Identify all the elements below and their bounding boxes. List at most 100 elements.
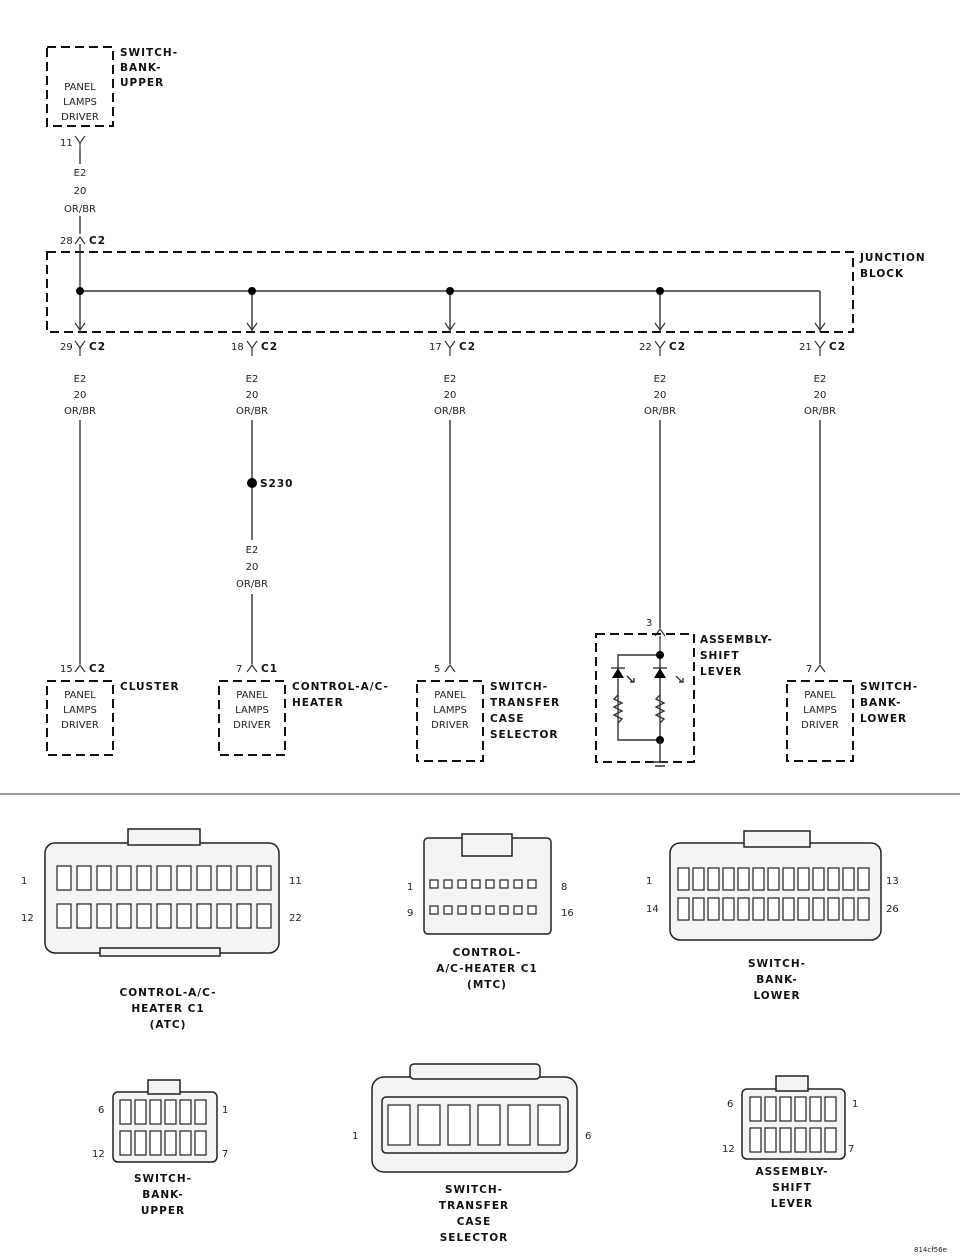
control-ac-heater-name-line-1: CONTROL-A/C- <box>292 681 389 693</box>
branch-5-wire-code: E2 <box>814 374 827 385</box>
tcs-caption-4: SELECTOR <box>440 1232 508 1244</box>
connector-cavity <box>443 879 453 889</box>
transfer-case-name-line-2: TRANSFER <box>490 697 560 709</box>
top-pin-symbol <box>74 135 86 150</box>
component-control-ac-heater: 7 C1 PANEL LAMPS DRIVER CONTROL-A/C- HEA… <box>218 663 389 756</box>
sbu-caption-3: UPPER <box>141 1205 185 1217</box>
connector-cavity <box>429 905 439 915</box>
connector-cavity <box>56 903 72 929</box>
cluster-pin: 15 <box>60 664 73 675</box>
branch-1-pin: 29 <box>60 342 73 353</box>
splice-wire-code: E2 <box>246 545 259 556</box>
connector-cavity <box>119 1130 132 1156</box>
splice-s230-dot <box>247 478 257 488</box>
riser-wire-code: E2 <box>74 168 87 179</box>
branch-1-connector: C2 <box>89 341 106 353</box>
connector-cavity <box>537 1104 561 1146</box>
transfer-case-box-line-2: LAMPS <box>433 705 467 716</box>
connector-cavity <box>76 865 92 891</box>
branch-5-connector: C2 <box>829 341 846 353</box>
connector-cavity <box>56 865 72 891</box>
sbl-caption-1: SWITCH- <box>748 958 806 970</box>
switch-bank-lower-pin: 7 <box>806 664 812 675</box>
connector-cavity <box>485 905 495 915</box>
sbl-caption-2: BANK- <box>756 974 798 986</box>
branch-3: 17 C2 E2 20 OR/BR <box>429 340 476 664</box>
connector-view-switch-transfer-case-selector: 1 6 SWITCH- TRANSFER CASE SELECTOR <box>352 1063 591 1244</box>
connector-view-assembly-shift-lever: 6 1 12 7 ASSEMBLY- SHIFT LEVER <box>722 1075 858 1210</box>
cluster-name-line-1: CLUSTER <box>120 681 180 693</box>
tcs-pin-6: 6 <box>585 1131 591 1142</box>
junction-entry-connector-id: C2 <box>89 235 106 247</box>
connector-cavity <box>96 865 112 891</box>
connector-cavity <box>457 905 467 915</box>
branch-3-connector: C2 <box>459 341 476 353</box>
bus-node-1 <box>76 287 84 295</box>
control-ac-heater-box-line-2: LAMPS <box>235 705 269 716</box>
riser-wire-gauge: 20 <box>74 186 87 197</box>
top-name-line-2: BANK- <box>120 62 162 74</box>
connector-cavity <box>76 903 92 929</box>
connector-cavity <box>156 865 172 891</box>
branch-2-wire-color: OR/BR <box>236 406 268 417</box>
cluster-box-line-3: DRIVER <box>61 720 99 731</box>
atc-caption-3: (ATC) <box>150 1019 187 1031</box>
junction-block: JUNCTION BLOCK <box>46 244 925 333</box>
branch-2-pin: 18 <box>231 342 244 353</box>
connector-cavity <box>136 903 152 929</box>
shift-lever-name-line-2: SHIFT <box>700 650 740 662</box>
branch-1: 29 C2 E2 20 OR/BR <box>60 340 106 664</box>
connector-cavity <box>749 1127 762 1153</box>
branch-1-wire-color: OR/BR <box>64 406 96 417</box>
connector-cavity <box>797 867 810 891</box>
control-ac-heater-box-line-3: DRIVER <box>233 720 271 731</box>
connector-cavity <box>767 867 780 891</box>
mtc-caption-2: A/C-HEATER C1 <box>436 963 538 975</box>
connector-cavity <box>485 879 495 889</box>
transfer-case-name-line-1: SWITCH- <box>490 681 548 693</box>
connector-cavity <box>722 897 735 921</box>
transfer-case-box-line-1: PANEL <box>434 690 466 701</box>
sbu-pin-12: 12 <box>92 1149 105 1160</box>
sbu-pin-1: 1 <box>222 1105 228 1116</box>
branch-5: 21 C2 E2 20 OR/BR <box>799 340 846 664</box>
branch-4-connector: C2 <box>669 341 686 353</box>
shift-lever-name-line-3: LEVER <box>700 666 742 678</box>
sbu-pin-6: 6 <box>98 1105 104 1116</box>
connector-cavity <box>216 865 232 891</box>
transfer-case-box-line-3: DRIVER <box>431 720 469 731</box>
tcs-pin-1: 1 <box>352 1131 358 1142</box>
resistor-icon <box>612 694 624 724</box>
connector-cavity <box>749 1096 762 1122</box>
connector-cavity <box>764 1127 777 1153</box>
junction-block-label-2: BLOCK <box>860 268 904 280</box>
connector-cavity <box>827 897 840 921</box>
connector-cavity <box>824 1096 837 1122</box>
sbl-pin-1: 1 <box>646 876 652 887</box>
splice-wire-color: OR/BR <box>236 579 268 590</box>
connector-cavity <box>216 903 232 929</box>
connector-cavity <box>116 903 132 929</box>
branch-5-wire-gauge: 20 <box>814 390 827 401</box>
connector-cavity <box>194 1099 207 1125</box>
asl-pin-12: 12 <box>722 1144 735 1155</box>
switch-bank-lower-box-line-1: PANEL <box>804 690 836 701</box>
atc-pin-12: 12 <box>21 913 34 924</box>
led-icon <box>653 667 684 683</box>
mtc-pin-16: 16 <box>561 908 574 919</box>
connector-cavity <box>196 865 212 891</box>
connector-cavity <box>527 879 537 889</box>
figure-code: 814cf56e <box>914 1246 947 1254</box>
switch-bank-lower-box-line-2: LAMPS <box>803 705 837 716</box>
junction-entry-pin: 28 <box>60 236 73 247</box>
connector-cavity <box>429 879 439 889</box>
resistor-icon <box>654 694 666 724</box>
connector-cavity <box>809 1127 822 1153</box>
control-ac-heater-name-line-2: HEATER <box>292 697 344 709</box>
branch-2-connector: C2 <box>261 341 278 353</box>
atc-caption-2: HEATER C1 <box>131 1003 204 1015</box>
switch-bank-lower-box-line-3: DRIVER <box>801 720 839 731</box>
connector-cavity <box>767 897 780 921</box>
top-box-line-3: DRIVER <box>61 112 99 123</box>
